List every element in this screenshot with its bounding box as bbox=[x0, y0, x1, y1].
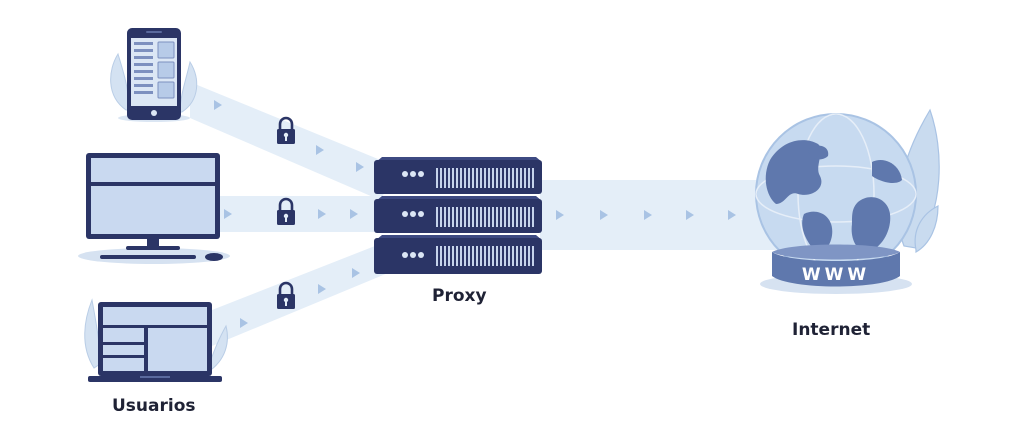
lock-icon bbox=[277, 281, 295, 309]
arrow-icon bbox=[728, 210, 736, 220]
www-label: WWW bbox=[802, 265, 870, 285]
arrow-icon bbox=[318, 284, 326, 294]
laptop-icon bbox=[84, 298, 228, 382]
beam-desktop-to-proxy bbox=[220, 196, 380, 232]
arrow-icon bbox=[356, 162, 364, 172]
arrow-icon bbox=[316, 145, 324, 155]
arrow-icon bbox=[686, 210, 694, 220]
globe-icon: WWW bbox=[755, 108, 940, 294]
lock-icon bbox=[277, 197, 295, 225]
server-unit bbox=[374, 235, 542, 274]
arrow-icon bbox=[350, 209, 358, 219]
server-rack-icon bbox=[374, 157, 542, 274]
arrow-icon bbox=[600, 210, 608, 220]
server-unit bbox=[374, 196, 542, 233]
arrow-icon bbox=[352, 268, 360, 278]
desktop-monitor-icon bbox=[78, 153, 230, 264]
smartphone-icon bbox=[110, 28, 198, 122]
arrow-icon bbox=[318, 209, 326, 219]
flow-arrows bbox=[214, 100, 736, 328]
server-unit bbox=[374, 157, 542, 194]
users-label: Usuarios bbox=[112, 396, 196, 416]
beam-proxy-to-internet bbox=[540, 180, 780, 250]
arrow-icon bbox=[240, 318, 248, 328]
arrow-icon bbox=[224, 209, 232, 219]
arrow-icon bbox=[644, 210, 652, 220]
arrow-icon bbox=[556, 210, 564, 220]
internet-label: Internet bbox=[792, 320, 871, 340]
proxy-label: Proxy bbox=[432, 286, 487, 306]
beam-laptop-to-proxy bbox=[212, 244, 400, 346]
arrow-icon bbox=[214, 100, 222, 110]
lock-icon bbox=[277, 116, 295, 144]
